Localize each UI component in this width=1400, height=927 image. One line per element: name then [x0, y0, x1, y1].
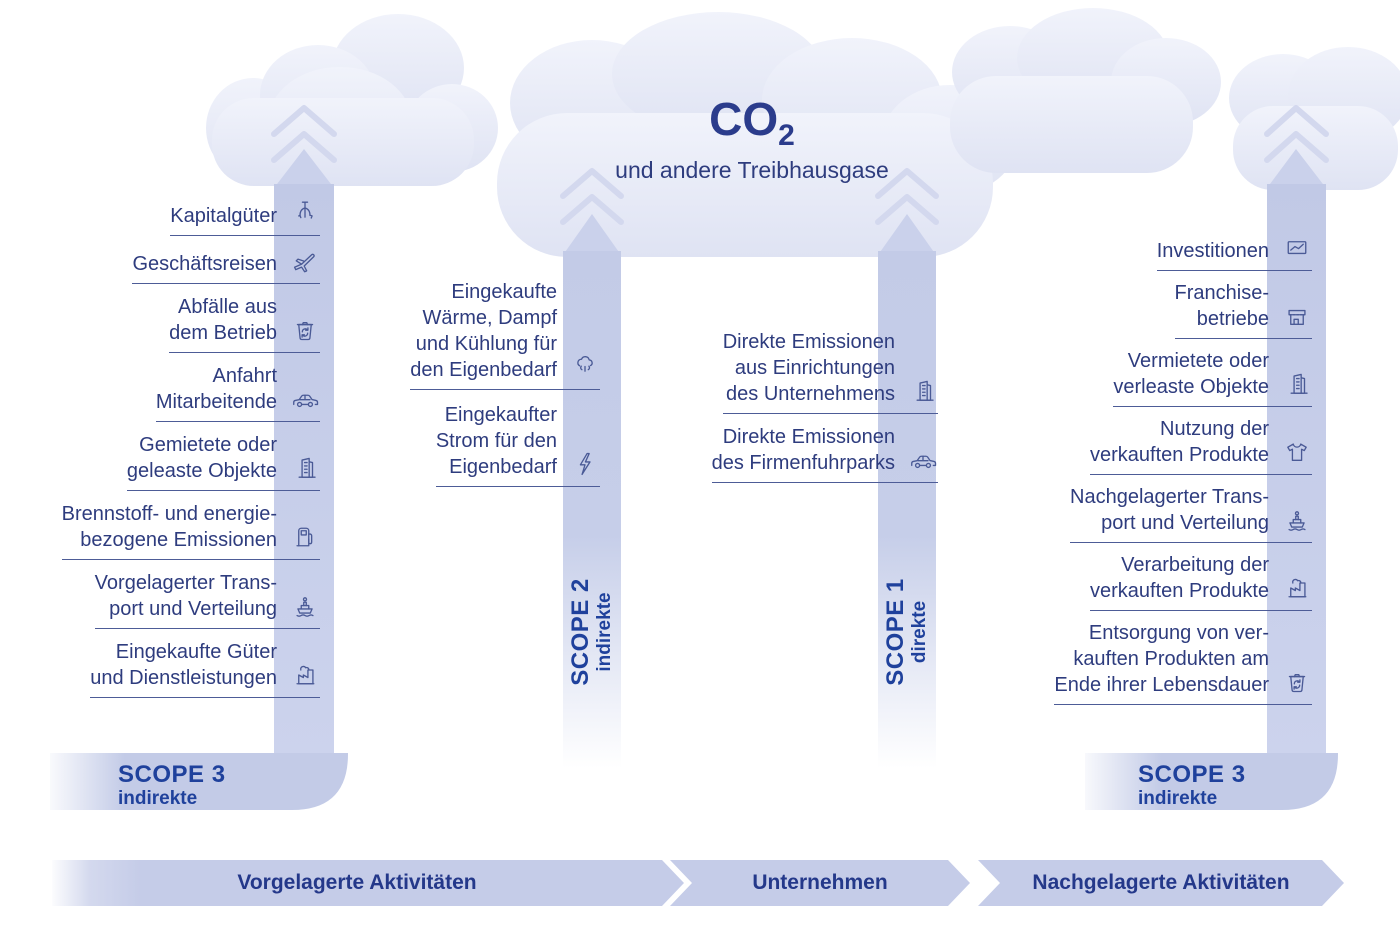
list-item: Verarbeitung der verkauften Produkte	[1090, 552, 1312, 611]
factory-icon	[1282, 573, 1312, 603]
scope3-left-subtitle: indirekte	[118, 788, 198, 810]
list-item: Geschäftsreisen	[132, 246, 320, 284]
scope2-list: Eingekaufte Wärme, Dampf und Kühlung für…	[410, 279, 600, 487]
item-label: Entsorgung von ver- kauften Produkten am…	[1054, 622, 1269, 696]
list-item: Eingekaufte Wärme, Dampf und Kühlung für…	[410, 279, 600, 390]
pillar-scope2	[563, 251, 621, 768]
list-item: Eingekaufter Strom für den Eigenbedarf	[435, 402, 600, 487]
item-label: Eingekaufte Güter und Dienstleistungen	[90, 641, 277, 689]
pillar-scope3-left	[274, 184, 334, 760]
cloud-right	[950, 8, 1221, 173]
scope1-subtitle: direkte	[909, 600, 931, 664]
list-item: Abfälle aus dem Betrieb	[169, 294, 320, 353]
list-item: Brennstoff- und energie- bezogene Emissi…	[61, 501, 320, 560]
scope3-right-title: SCOPE 3	[1138, 761, 1246, 788]
scope2-label: SCOPE 2 indirekte	[566, 578, 616, 686]
scope3-left-label: SCOPE 3 indirekte	[118, 761, 226, 810]
item-label: Kapitalgüter	[170, 205, 277, 227]
item-label: Brennstoff- und energie- bezogene Emissi…	[61, 503, 277, 551]
item-label: Abfälle aus dem Betrieb	[169, 296, 277, 344]
steam-icon	[570, 352, 600, 382]
item-label: Franchise- betriebe	[1174, 282, 1269, 330]
list-item: Direkte Emissionen aus Einrichtungen des…	[722, 329, 938, 414]
cloud-left	[206, 14, 498, 186]
item-label: Vorgelagerter Trans- port und Verteilung	[94, 572, 277, 620]
co2-subtitle: und andere Treibhausgase	[615, 157, 889, 184]
list-item: Investitionen	[1156, 233, 1312, 271]
ship-icon	[1282, 505, 1312, 535]
list-item: Nutzung der verkauften Produkte	[1090, 416, 1312, 475]
tshirt-icon	[1282, 437, 1312, 467]
list-item: Anfahrt Mitarbeitende	[155, 363, 320, 422]
investment-chart-icon	[1282, 233, 1312, 263]
bottom-bar-upstream-label: Vorgelagerte Aktivitäten	[237, 871, 477, 894]
list-item: Eingekaufte Güter und Dienstleistungen	[90, 639, 320, 698]
co2-title: CO2	[709, 93, 795, 153]
cloud-far-right	[1229, 47, 1400, 190]
item-label: Verarbeitung der verkauften Produkte	[1090, 554, 1269, 602]
building-icon	[290, 453, 320, 483]
scope3-left-elbow-bar	[50, 753, 348, 810]
item-label: Eingekaufte Wärme, Dampf und Kühlung für…	[410, 281, 557, 381]
building-icon	[1282, 369, 1312, 399]
fuel-pump-icon	[290, 522, 320, 552]
bottom-bar-company-label: Unternehmen	[752, 871, 888, 894]
item-label: Eingekaufter Strom für den Eigenbedarf	[435, 404, 557, 478]
scope2-title: SCOPE 2	[566, 578, 594, 686]
list-item: Gemietete oder geleaste Objekte	[126, 432, 320, 491]
co2-title-block: CO2 und andere Treibhausgase	[615, 96, 889, 184]
bottom-bar-downstream-label: Nachgelagerte Aktivitäten	[1032, 871, 1290, 894]
up-chevrons-icon	[271, 105, 1329, 225]
bottom-bar-downstream: Nachgelagerte Aktivitäten	[978, 860, 1344, 906]
storefront-icon	[1282, 301, 1312, 331]
scope3-right-subtitle: indirekte	[1138, 788, 1218, 810]
list-item: Vorgelagerter Trans- port und Verteilung	[94, 570, 320, 629]
scope3-right-label: SCOPE 3 indirekte	[1138, 761, 1246, 810]
item-label: Nutzung der verkauften Produkte	[1090, 418, 1269, 466]
list-item: Vermietete oder verleaste Objekte	[1113, 348, 1312, 407]
item-label: Direkte Emissionen aus Einrichtungen des…	[722, 331, 895, 405]
building-icon	[908, 376, 938, 406]
scope1-list: Direkte Emissionen aus Einrichtungen des…	[711, 329, 938, 483]
car-icon	[908, 445, 938, 475]
list-item: Kapitalgüter	[170, 198, 320, 236]
recycle-bin-icon	[290, 315, 320, 345]
pillar-scope3-right	[1267, 184, 1326, 760]
item-label: Gemietete oder geleaste Objekte	[126, 434, 277, 482]
scope3-left-title: SCOPE 3	[118, 761, 226, 788]
bottom-bar-upstream: Vorgelagerte Aktivitäten	[52, 860, 684, 906]
scope2-subtitle: indirekte	[594, 592, 616, 672]
list-item: Direkte Emissionen des Firmenfuhrparks	[711, 424, 938, 483]
scope1-label: SCOPE 1 direkte	[881, 578, 931, 686]
scope1-title: SCOPE 1	[881, 578, 909, 686]
pillar-scope1	[878, 251, 936, 768]
item-label: Geschäftsreisen	[132, 253, 277, 275]
car-icon	[290, 384, 320, 414]
item-label: Investitionen	[1156, 240, 1269, 262]
item-label: Vermietete oder verleaste Objekte	[1113, 350, 1269, 398]
recycle-bin-icon	[1282, 667, 1312, 697]
airplane-icon	[290, 246, 320, 276]
scope3-right-elbow-bar	[1085, 753, 1338, 810]
lightning-icon	[570, 449, 600, 479]
list-item: Entsorgung von ver- kauften Produkten am…	[1054, 620, 1312, 705]
item-label: Nachgelagerter Trans- port und Verteilun…	[1070, 486, 1269, 534]
list-item: Franchise- betriebe	[1174, 280, 1312, 339]
list-item: Nachgelagerter Trans- port und Verteilun…	[1070, 484, 1312, 543]
item-label: Direkte Emissionen des Firmenfuhrparks	[711, 426, 895, 474]
bottom-bar-company: Unternehmen	[670, 860, 970, 906]
pillar-arrowheads	[274, 149, 1326, 255]
item-label: Anfahrt Mitarbeitende	[155, 365, 277, 413]
ship-icon	[290, 591, 320, 621]
factory-icon	[290, 660, 320, 690]
crane-claw-icon	[290, 198, 320, 228]
